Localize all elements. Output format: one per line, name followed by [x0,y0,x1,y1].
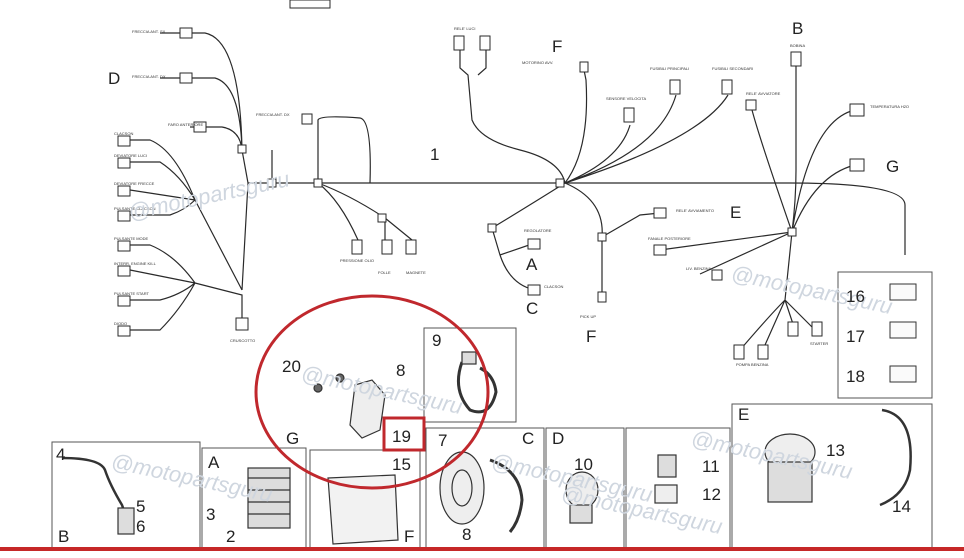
connector-label: DIODO [114,321,127,326]
connector-label: FRECCIA ANT. DX [132,74,166,79]
callout-number: 10 [574,455,593,474]
connector-label: TEMPERATURA H2O [870,104,909,109]
connector-label: STARTER [810,341,828,346]
callout-number: 13 [826,441,845,460]
connector-label: INTERR. ENGINE KILL [114,261,157,266]
letter-label: F [552,37,562,56]
callout-number: 14 [892,497,911,516]
connector-label: CRUSCOTTO [230,338,255,343]
fuse-icons [889,283,917,383]
connector-label: BOBINA [790,43,805,48]
connector-label: FUSIBILI PRINCIPALI [650,66,689,71]
connector-label: PULSANTE START [114,291,150,296]
letter-label: A [208,453,220,472]
callout-numbers: 1 2 3 4 5 6 7 8 8 9 10 11 12 13 14 15 16… [56,145,911,546]
letter-label: F [586,327,596,346]
watermark: @motopartsguru [126,166,292,225]
letter-label: A [526,255,538,274]
connector-label: MOTORINO AVV. [522,60,553,65]
callout-number: 3 [206,505,215,524]
callout-number: 6 [136,517,145,536]
connector-label: PULSANTE MODE [114,236,149,241]
connector-label: RELE' LUCI [454,26,475,31]
letter-label: C [526,299,538,318]
connector-boxes [117,0,865,360]
connector-label: FOLLE [378,270,391,275]
letter-label: C [522,429,534,448]
letter-label: E [738,405,749,424]
connector-label: REGOLATORE [524,228,552,233]
connector-label: RELE' AVVIAMENTO [676,208,714,213]
callout-number: 4 [56,445,65,464]
letter-label: D [552,429,564,448]
letter-label: G [886,157,899,176]
connector-label: DEVIATORE LUCI [114,153,147,158]
connector-label: CLACSON [544,284,563,289]
connector-label: PULSANTE CLACSON [114,206,156,211]
letter-label: G [286,429,299,448]
connector-label: PICK UP [580,314,596,319]
harness-lines [129,32,906,351]
callout-number: 8 [396,361,405,380]
callout-number: 18 [846,367,865,386]
sub-panels [51,271,933,549]
connector-label: MAGNETE [406,270,426,275]
callout-number-19: 19 [392,427,411,446]
part-drawings [61,351,912,545]
highlight-box-19 [382,416,426,452]
callout-number: 9 [432,331,441,350]
callout-number: 20 [282,357,301,376]
connector-label: CLACSON [114,131,133,136]
highlight-circle [254,294,490,490]
letter-label: D [108,69,120,88]
callout-number: 8 [462,525,471,544]
callout-number: 11 [702,457,720,476]
watermark: @motopartsguru [729,260,895,319]
bottom-rule [0,547,964,551]
connector-label: FRECCIA ANT. SX [132,29,166,34]
callout-number: 5 [136,497,145,516]
letter-label: E [730,203,741,222]
callout-number: 12 [702,485,721,504]
callout-number: 16 [846,287,865,306]
connector-label: SENSORE VELOCITA [606,96,646,101]
connector-label: FUSIBILI SECONDARI [712,66,753,71]
connector-label: PRESSIONE OLIO [340,258,374,263]
connector-label: FANALE POSTERIORE [648,236,691,241]
connector-label: FRECCIA ANT. DX [256,112,290,117]
connector-label: POMPA BENZINA [736,362,769,367]
callout-number: 15 [392,455,411,474]
connector-label: RELE' AVVIATORE [746,91,781,96]
connector-label: DEVIATORE FRECCE [114,181,155,186]
section-letters: D F B E G A C F G C D E A F B [58,19,899,546]
callout-number: 2 [226,527,235,546]
letter-label: B [58,527,69,546]
connector-label: LIV. BENZINA [686,266,712,271]
connector-label-group: FRECCIA ANT. SX FRECCIA ANT. DX FARO ANT… [114,26,909,367]
letter-label: B [792,19,803,38]
callout-number: 7 [438,431,447,450]
callout-number: 17 [846,327,865,346]
letter-label: F [404,527,414,546]
connector-label: FARO ANTERIORE [168,122,203,127]
callout-number: 1 [430,145,439,164]
watermark: @motopartsguru [109,448,275,507]
